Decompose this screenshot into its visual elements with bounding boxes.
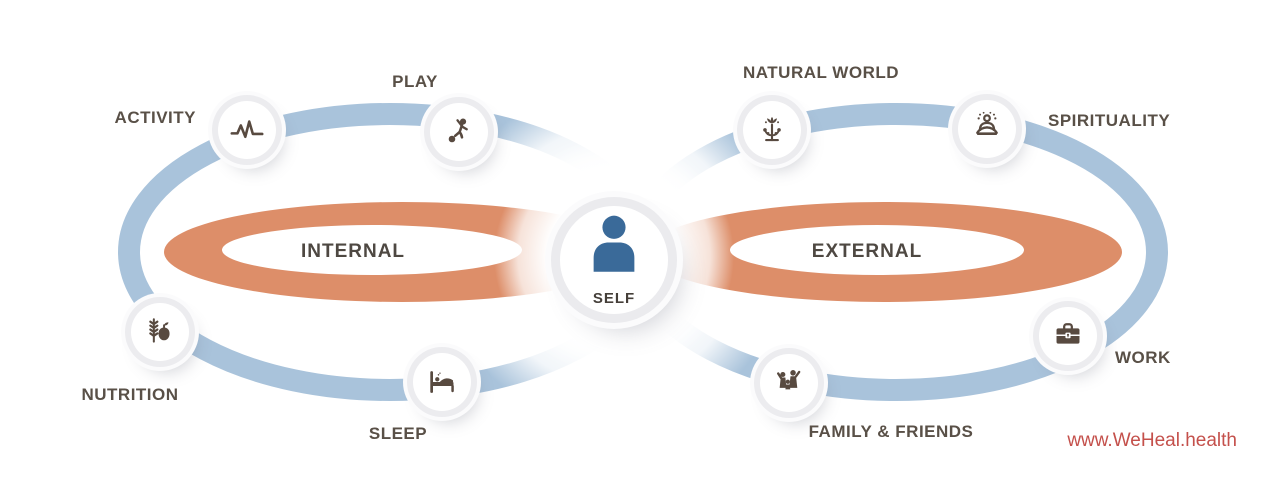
wheat-apple-icon: [149, 318, 170, 343]
internal-label: INTERNAL: [300, 241, 406, 262]
sleep-label: SLEEP: [368, 424, 428, 443]
bed-icon: [430, 371, 454, 393]
activity-label: ACTIVITY: [114, 108, 196, 127]
external-ellipse-ring: [646, 202, 1122, 302]
node-natural-world: [743, 101, 801, 159]
meditation-icon: [976, 111, 998, 136]
pulse-icon: [230, 120, 264, 139]
node-play: [430, 103, 488, 161]
family-friends-label: FAMILY & FRIENDS: [808, 422, 974, 441]
node-nutrition: [131, 303, 189, 361]
node-work: [1039, 307, 1097, 365]
node-spirituality: [958, 100, 1016, 158]
spirituality-label: SPIRITUALITY: [1048, 111, 1171, 130]
node-sleep: [413, 353, 471, 411]
node-activity: [218, 101, 276, 159]
work-label: WORK: [1115, 348, 1171, 367]
person-icon: [593, 215, 635, 272]
play-label: PLAY: [392, 72, 438, 91]
self-label: SELF: [592, 290, 636, 307]
self-node: SELF: [560, 206, 668, 314]
football-player-icon: [448, 118, 468, 143]
natural-world-label: NATURAL WORLD: [742, 63, 900, 82]
node-family-friends: [760, 354, 818, 412]
external-label: EXTERNAL: [811, 241, 923, 262]
family-icon: [776, 370, 801, 390]
watermark-url: www.WeHeal.health: [1067, 430, 1237, 451]
flower-icon: [763, 117, 781, 142]
briefcase-icon: [1056, 323, 1080, 344]
nutrition-label: NUTRITION: [81, 385, 179, 404]
